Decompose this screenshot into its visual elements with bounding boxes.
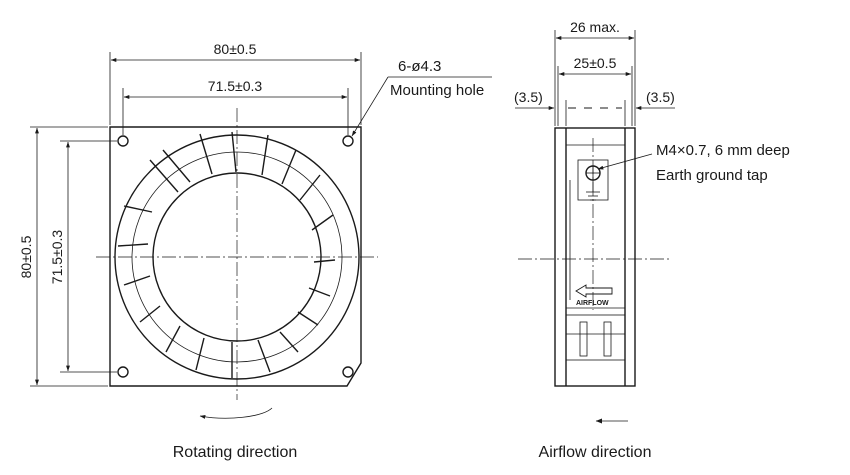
earth-tap-spec: M4×0.7, 6 mm deep (656, 142, 790, 159)
side-view: AIRFLOW 26 max. 25±0.5 (514, 19, 790, 461)
fan-frame-outline (109, 126, 362, 387)
dim-overall-width (109, 52, 362, 125)
dim-hole-pitch-width (122, 88, 349, 135)
mounting-hole-bottom-left (117, 366, 129, 378)
dim-offsets (515, 100, 675, 126)
right-offset-label: (3.5) (646, 89, 675, 105)
mounting-holes (117, 135, 354, 378)
hole-pitch-height-label: 71.5±0.3 (49, 230, 65, 285)
mounting-hole-bottom-right (342, 366, 354, 378)
dim-max-depth (554, 30, 636, 126)
dim-overall-height (30, 126, 108, 387)
fan-blades (117, 131, 336, 378)
overall-width-label: 80±0.5 (214, 41, 257, 57)
mounting-hole-leader (351, 76, 389, 137)
airflow-marking-arrow-icon (575, 284, 613, 298)
airflow-caption: Airflow direction (539, 444, 652, 461)
mounting-hole-top-right (342, 135, 354, 147)
front-view: 80±0.5 71.5±0.3 80±0.5 71.5±0.3 6-ø4.3 M… (18, 41, 492, 461)
side-body-outline (554, 127, 636, 387)
mounting-hole-top-left (117, 135, 129, 147)
overall-height-label: 80±0.5 (18, 235, 34, 278)
mounting-hole-label: Mounting hole (390, 82, 484, 99)
terminal-block (565, 314, 626, 361)
mounting-hole-spec: 6-ø4.3 (398, 58, 441, 75)
rotation-caption: Rotating direction (173, 444, 298, 461)
dim-hole-pitch-height (60, 140, 117, 373)
rotation-arrow-icon (199, 407, 273, 419)
max-depth-label: 26 max. (570, 19, 620, 35)
earth-tap-leader (597, 153, 653, 170)
left-offset-label: (3.5) (514, 89, 543, 105)
dim-depth (557, 66, 633, 126)
earth-tap-label: Earth ground tap (656, 167, 768, 184)
hole-pitch-width-label: 71.5±0.3 (208, 78, 263, 94)
depth-label: 25±0.5 (574, 55, 617, 71)
airflow-marking-text: AIRFLOW (576, 300, 609, 307)
